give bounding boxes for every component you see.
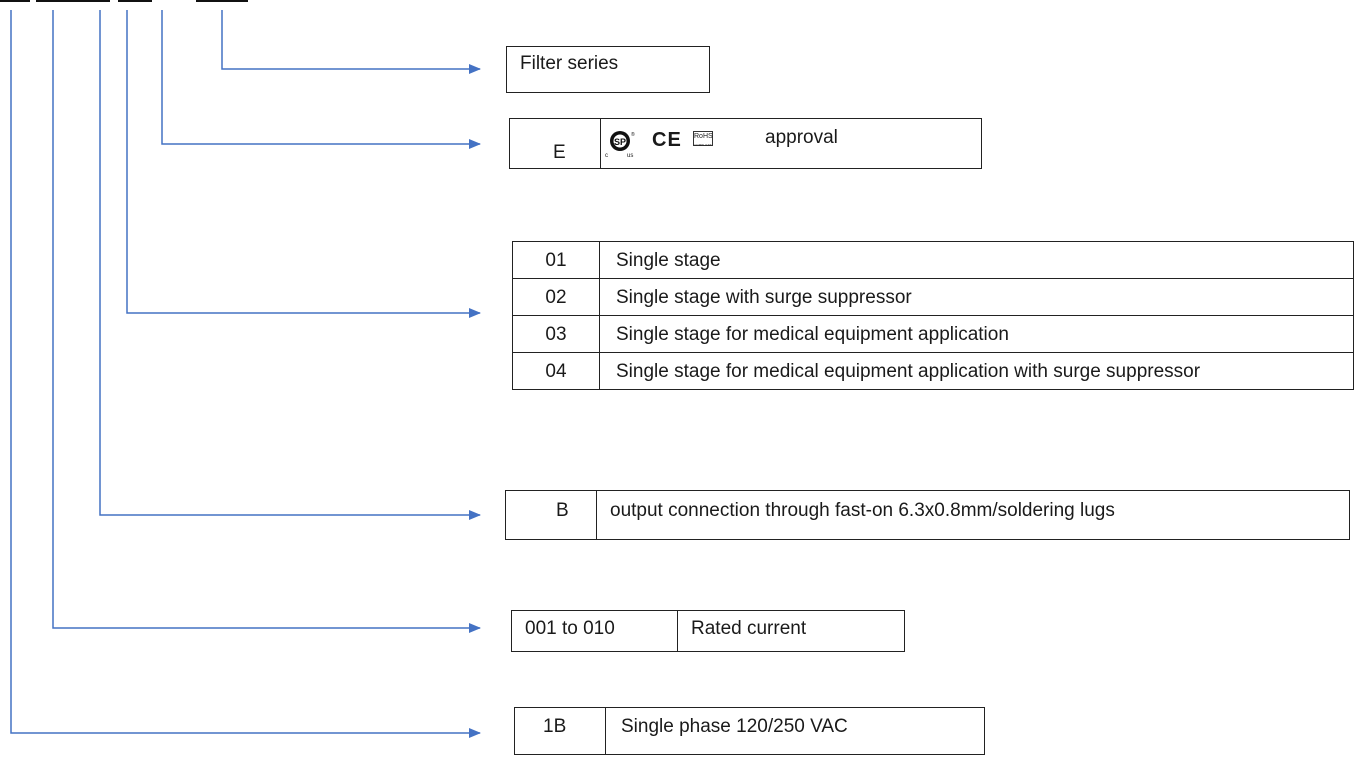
phase-box: 1B Single phase 120/250 VAC	[514, 707, 985, 755]
stage-option-code: 03	[512, 315, 600, 353]
svg-text:®: ®	[631, 131, 635, 138]
svg-text:us: us	[627, 153, 633, 159]
connector-approval	[161, 10, 481, 149]
phase-divider	[605, 708, 606, 754]
output-code: B	[556, 500, 569, 521]
connector-current	[52, 10, 481, 633]
output-divider	[596, 491, 597, 539]
part-field-output-underline	[118, 0, 152, 2]
svg-text:c: c	[605, 153, 608, 159]
connector-stage	[126, 10, 481, 318]
stage-option-description: Single stage with surge suppressor	[599, 278, 1354, 316]
output-description: output connection through fast-on 6.3x0.…	[610, 500, 1115, 521]
approval-box: E SP c us ® CE RoHS COMPLIANT approval	[509, 118, 982, 169]
phase-description: Single phase 120/250 VAC	[621, 716, 848, 737]
part-field-phase-underline	[0, 0, 30, 2]
csa-us-mark-icon: SP c us ®	[605, 131, 635, 159]
current-divider	[677, 611, 678, 651]
phase-code: 1B	[543, 716, 567, 737]
ce-mark-icon: CE	[652, 129, 682, 151]
approval-code: E	[553, 142, 566, 163]
current-description: Rated current	[691, 618, 807, 639]
stage-option-code: 04	[512, 352, 600, 390]
svg-text:SP: SP	[614, 137, 626, 147]
connector-phase	[10, 10, 481, 738]
connector-series	[221, 10, 481, 74]
stage-option-description: Single stage for medical equipment appli…	[599, 352, 1354, 390]
part-field-series-underline	[196, 0, 248, 2]
output-connection-box: B output connection through fast-on 6.3x…	[505, 490, 1350, 540]
filter-series-box: Filter series	[506, 46, 710, 93]
current-code: 001 to 010	[525, 618, 615, 639]
rohs-text: RoHS	[694, 133, 713, 140]
rohs-subtext: COMPLIANT	[694, 143, 712, 147]
part-field-current-underline	[36, 0, 110, 2]
filter-series-label: Filter series	[520, 53, 619, 74]
stage-option-code: 01	[512, 241, 600, 279]
approval-divider	[600, 119, 601, 168]
rohs-compliant-icon: RoHS COMPLIANT	[693, 131, 713, 147]
stage-option-code: 02	[512, 278, 600, 316]
connector-output	[99, 10, 481, 520]
approval-label: approval	[765, 127, 838, 148]
stage-option-description: Single stage for medical equipment appli…	[599, 315, 1354, 353]
rated-current-box: 001 to 010 Rated current	[511, 610, 905, 652]
stage-option-description: Single stage	[599, 241, 1354, 279]
